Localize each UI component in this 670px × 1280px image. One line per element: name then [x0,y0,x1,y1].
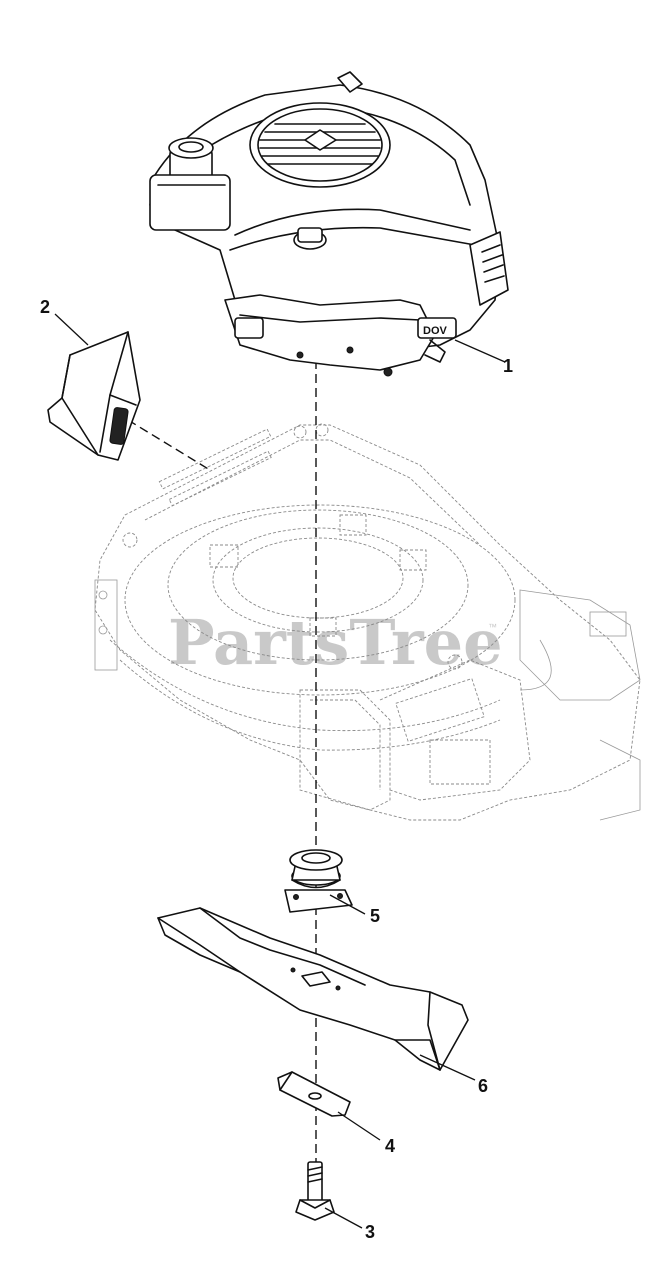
watermark-text: PartsTree [168,606,503,679]
callout-3[interactable]: 3 [365,1222,375,1242]
leader-line-1 [454,339,506,363]
watermark-trademark: ™ [488,622,497,632]
leader-line-4 [337,1111,381,1141]
blade-stiffener-part-4[interactable] [277,1071,351,1117]
leader-line-6 [419,1054,476,1081]
engine-label: DOV [423,325,448,337]
leader-line-2 [54,313,89,346]
mower-blade-part-6[interactable] [157,907,469,1071]
deflector-axis-line [127,419,211,471]
callout-2[interactable]: 2 [40,297,50,317]
callout-4[interactable]: 4 [385,1136,395,1156]
blade-adapter-part-5[interactable] [284,849,353,913]
callout-6[interactable]: 6 [478,1076,488,1096]
discharge-deflector-part-2[interactable] [47,331,141,461]
blade-bolt-part-3[interactable] [295,1161,335,1221]
callout-5[interactable]: 5 [370,906,380,926]
leader-line-5 [329,894,366,915]
leader-line-3 [324,1207,363,1229]
callout-1[interactable]: 1 [503,356,513,376]
mower-deck-ghost [94,423,641,821]
engine-part-1[interactable]: DOV [149,71,509,377]
